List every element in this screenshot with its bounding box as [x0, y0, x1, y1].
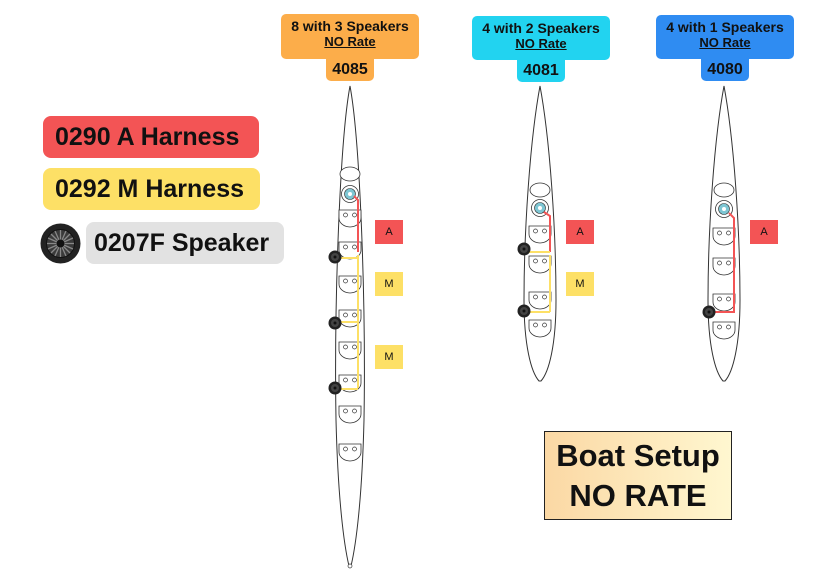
boat-4081-rate: NO Rate [515, 36, 567, 51]
harness-m-box-4085-2: M [375, 345, 403, 369]
boat-4081-model: 4081 [517, 60, 565, 82]
harness-m-box-4081: M [566, 272, 594, 296]
boat-tag-4081-header: 4 with 2 Speakers NO Rate [472, 16, 610, 60]
legend-speaker-label: 0207F Speaker [94, 228, 270, 257]
boat-tag-4080-header: 4 with 1 Speakers NO Rate [656, 15, 794, 59]
boat-4085-model: 4085 [326, 59, 374, 81]
legend-speaker: 0207F Speaker [86, 222, 284, 264]
boat-4081-title: 4 with 2 Speakers [482, 20, 600, 36]
legend-harness-a: 0290 A Harness [43, 116, 259, 158]
boat-4080-model: 4080 [701, 59, 749, 81]
boat-4080-rate: NO Rate [699, 35, 751, 50]
harness-m-box-4085-1: M [375, 272, 403, 296]
boat-setup-box: Boat Setup NO RATE [544, 431, 732, 520]
harness-a-box-4081: A [566, 220, 594, 244]
legend-harness-m-label: 0292 M Harness [55, 174, 245, 203]
boat-4085-rate: NO Rate [324, 34, 376, 49]
boat-tag-4085: 8 with 3 Speakers NO Rate 4085 [281, 14, 419, 81]
boat-setup-title: Boat Setup [556, 438, 720, 473]
boat-tag-4085-header: 8 with 3 Speakers NO Rate [281, 14, 419, 59]
speaker-icon [40, 223, 81, 264]
boat-setup-rate: NO RATE [569, 478, 707, 513]
legend-harness-m: 0292 M Harness [43, 168, 260, 210]
boat-tag-4081: 4 with 2 Speakers NO Rate 4081 [472, 16, 610, 82]
legend-harness-a-label: 0290 A Harness [55, 122, 240, 151]
harness-a-box-4085: A [375, 220, 403, 244]
boat-4080 [702, 85, 741, 382]
harness-a-box-4080: A [750, 220, 778, 244]
boat-4085 [328, 85, 365, 569]
boat-4085-title: 8 with 3 Speakers [291, 18, 409, 34]
boat-tag-4080: 4 with 1 Speakers NO Rate 4080 [656, 15, 794, 81]
boat-4080-title: 4 with 1 Speakers [666, 19, 784, 35]
boat-4081 [517, 85, 557, 382]
